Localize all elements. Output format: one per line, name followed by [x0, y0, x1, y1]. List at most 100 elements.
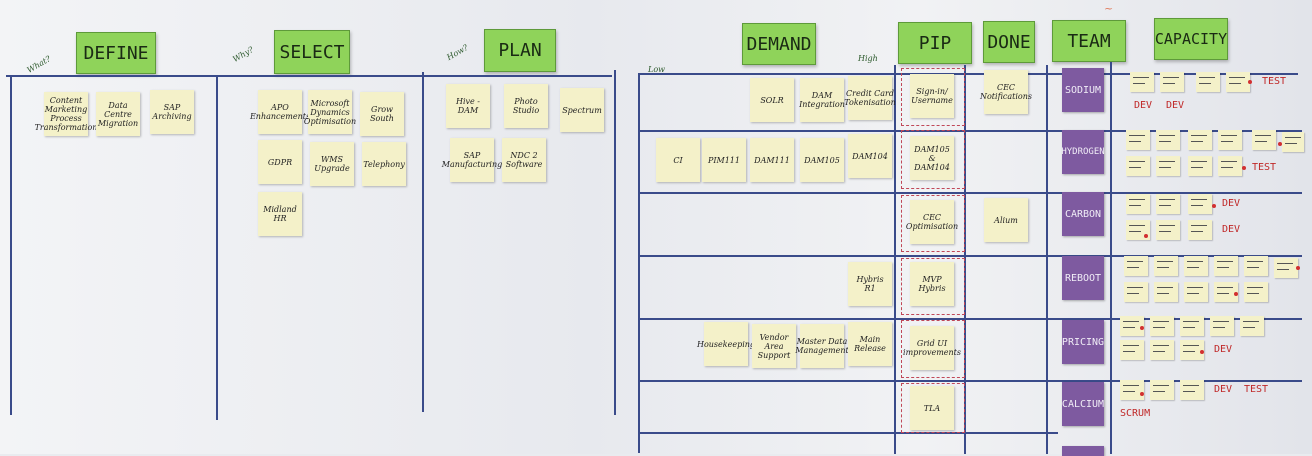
row-line-2: [638, 192, 1302, 194]
capacity-card: [1188, 130, 1212, 150]
pip-frame-5: [901, 320, 965, 378]
header-demand: DEMAND: [742, 23, 816, 65]
capacity-tag: DEV: [1214, 384, 1233, 395]
capacity-tag: DEV: [1134, 100, 1153, 111]
sticky-note: APO Enhancements: [250, 90, 310, 134]
sticky-note: Midland HR: [258, 192, 302, 236]
col-line-3: [422, 72, 424, 412]
capacity-card: [1252, 130, 1276, 150]
capacity-card: [1180, 380, 1204, 400]
red-dot: [1242, 166, 1246, 170]
pip-right-line: [964, 65, 966, 454]
sticky-note: CI: [656, 138, 700, 182]
pip-frame-4: [901, 258, 965, 315]
capacity-card: [1274, 258, 1298, 278]
capacity-card: [1218, 130, 1242, 150]
capacity-card: [1126, 156, 1150, 176]
capacity-card: [1180, 340, 1204, 360]
label-low: Low: [648, 65, 665, 74]
label-high: High: [858, 54, 878, 63]
done-right-line: [1046, 65, 1048, 454]
sticky-note: Hybris R1: [848, 262, 892, 306]
sticky-note: Master Data Management: [795, 324, 849, 368]
header-done: DONE: [983, 21, 1035, 63]
sticky-note: Vendor Area Support: [752, 324, 796, 368]
demand-left-line: [638, 73, 640, 453]
sticky-note: SAP Manufacturing: [442, 138, 502, 182]
row-line-6: [638, 432, 1058, 434]
capacity-card: [1150, 316, 1174, 336]
label-why: Why?: [231, 45, 255, 64]
header-team: TEAM: [1052, 20, 1126, 62]
top-rule-left: [6, 75, 612, 77]
capacity-card: [1126, 194, 1150, 214]
capacity-card: [1124, 256, 1148, 276]
sticky-note: DAM104: [848, 134, 892, 178]
capacity-card: [1156, 194, 1180, 214]
sticky-note: TLA: [910, 386, 954, 430]
sticky-note: PIM111: [702, 138, 746, 182]
sticky-note: Content Marketing Process Transformation: [35, 92, 97, 136]
sticky-note: Alium: [984, 198, 1028, 242]
row-line-3: [638, 255, 1302, 257]
capacity-card: [1226, 72, 1250, 92]
capacity-tag: DEV: [1214, 344, 1233, 355]
red-dot: [1140, 392, 1144, 396]
sticky-note: CEC Optimisation: [906, 200, 958, 244]
team-card-carbon: CARBON: [1062, 192, 1104, 236]
sticky-note: Spectrum: [560, 88, 604, 132]
pip-frame-2: [901, 130, 965, 189]
sticky-note: WMS Upgrade: [310, 142, 354, 186]
capacity-card: [1156, 220, 1180, 240]
capacity-card: [1184, 282, 1208, 302]
sticky-note: Grid UI improvements: [903, 326, 961, 370]
capacity-tag: DEV: [1222, 198, 1241, 209]
sticky-note: NDC 2 Software: [502, 138, 546, 182]
header-select: SELECT: [274, 30, 350, 74]
col-line-2: [216, 75, 218, 420]
sticky-note: CEC Notifications: [980, 70, 1032, 114]
sticky-note: DAM Integration: [799, 78, 845, 122]
red-dot: [1144, 234, 1148, 238]
capacity-card: [1120, 316, 1144, 336]
row-line-1: [638, 130, 1302, 132]
team-card-reboot: REBOOT: [1062, 256, 1104, 300]
sticky-note: Data Centre Migration: [96, 92, 140, 136]
capacity-card: [1150, 340, 1174, 360]
sticky-note: GDPR: [258, 140, 302, 184]
team-card-calcium: CALCIUM: [1062, 382, 1104, 426]
red-scribble: ~: [1104, 2, 1114, 15]
red-dot: [1234, 292, 1238, 296]
sticky-note: Hive - DAM: [446, 84, 490, 128]
sticky-note: Credit Card Tokenisation: [844, 76, 896, 120]
capacity-card: [1218, 156, 1242, 176]
row-line-4: [638, 318, 1302, 320]
sticky-note: DAM111: [750, 138, 794, 182]
capacity-card: [1214, 282, 1238, 302]
red-dot: [1212, 204, 1216, 208]
pip-frame-3: [901, 195, 965, 252]
capacity-card: [1126, 130, 1150, 150]
capacity-card: [1210, 316, 1234, 336]
capacity-tag: SCRUM: [1120, 408, 1151, 419]
capacity-card: [1196, 72, 1220, 92]
red-dot: [1200, 350, 1204, 354]
capacity-tag: DEV: [1222, 224, 1241, 235]
capacity-card: [1150, 380, 1174, 400]
label-how: How?: [445, 42, 470, 63]
label-what: What?: [25, 54, 53, 75]
sticky-note: Sign-in/ Username: [910, 74, 954, 118]
capacity-card: [1154, 256, 1178, 276]
capacity-tag: DEV: [1166, 100, 1185, 111]
sticky-note: Photo Studio: [504, 84, 548, 128]
col-line-1: [10, 75, 12, 415]
capacity-card: [1244, 282, 1268, 302]
top-rule-right: [638, 73, 1298, 75]
pip-left-line: [894, 65, 896, 454]
sticky-note: SAP Archiving: [150, 90, 194, 134]
capacity-card: [1214, 256, 1238, 276]
red-dot: [1248, 80, 1252, 84]
red-dot: [1296, 266, 1300, 270]
col-line-4: [614, 70, 616, 415]
